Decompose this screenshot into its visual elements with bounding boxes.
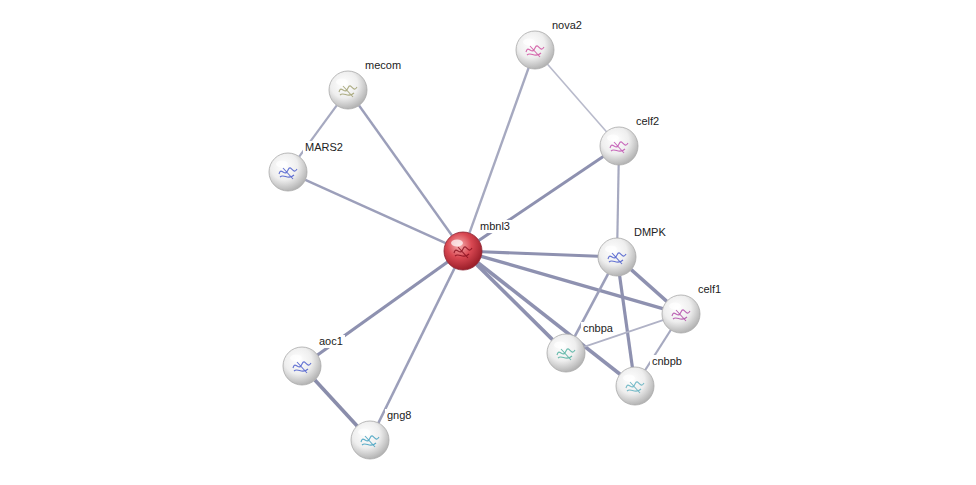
protein-label: celf2 [634, 115, 661, 128]
protein-node: cnbpb [615, 366, 655, 406]
sphere-circle [516, 31, 554, 69]
protein-label: aoc1 [317, 335, 345, 348]
protein-label: cnbpb [650, 355, 684, 368]
sphere-circle [662, 295, 700, 333]
sphere-highlight [276, 161, 288, 168]
protein-node: MARS2 [268, 152, 308, 192]
interaction-edge [359, 105, 452, 235]
interaction-edge [478, 263, 620, 375]
structure-icon [526, 46, 544, 57]
protein-node: aoc1 [282, 346, 322, 386]
sphere-circle [598, 238, 636, 276]
interaction-edge [315, 380, 357, 426]
protein-label: nova2 [550, 19, 584, 32]
sphere-highlight [607, 135, 619, 142]
sphere-highlight [523, 39, 535, 46]
interaction-edge [469, 68, 528, 233]
interaction-edge [631, 270, 667, 302]
structure-icon [454, 247, 472, 258]
node-sphere [328, 70, 368, 110]
interaction-edge [378, 268, 454, 423]
structure-icon [293, 362, 311, 373]
protein-label: MARS2 [303, 141, 345, 154]
protein-node: celf1 [661, 294, 701, 334]
protein-label: celf1 [696, 283, 723, 296]
interaction-edge [481, 256, 662, 308]
protein-node: cnbpa [546, 333, 586, 373]
node-sphere [597, 237, 637, 277]
interaction-edge [620, 276, 633, 367]
protein-node: nova2 [515, 30, 555, 70]
interaction-edge [548, 64, 607, 131]
sphere-circle [269, 153, 307, 191]
sphere-highlight [669, 303, 681, 310]
interaction-edge [305, 180, 445, 243]
node-sphere [282, 346, 322, 386]
sphere-highlight [336, 79, 348, 86]
sphere-highlight [358, 429, 370, 436]
sphere-highlight [290, 355, 302, 362]
sphere-circle [351, 421, 389, 459]
node-sphere [268, 152, 308, 192]
interaction-edge [482, 252, 598, 257]
interaction-edge [477, 264, 553, 339]
sphere-highlight [554, 342, 566, 349]
structure-icon [339, 86, 357, 97]
structure-icon [672, 310, 690, 321]
node-sphere [599, 126, 639, 166]
sphere-circle [600, 127, 638, 165]
protein-node: celf2 [599, 126, 639, 166]
sphere-circle [547, 334, 585, 372]
protein-node: mbnl3 [443, 231, 483, 271]
sphere-highlight [605, 246, 617, 253]
sphere-circle [283, 347, 321, 385]
sphere-highlight [623, 375, 635, 382]
protein-label: mecom [363, 59, 403, 72]
structure-icon [361, 436, 379, 447]
sphere-highlight [451, 240, 463, 247]
protein-label: mbnl3 [478, 220, 512, 233]
protein-label: DMPK [632, 226, 668, 239]
interaction-edge [317, 262, 447, 355]
node-sphere [661, 294, 701, 334]
protein-node: gng8 [350, 420, 390, 460]
structure-icon [279, 168, 297, 179]
interaction-edge [479, 157, 603, 241]
protein-node: mecom [328, 70, 368, 110]
protein-node: DMPK [597, 237, 637, 277]
node-sphere [546, 333, 586, 373]
structure-icon [608, 253, 626, 264]
interaction-edge [617, 165, 618, 238]
node-sphere [515, 30, 555, 70]
sphere-circle [329, 71, 367, 109]
structure-icon [626, 382, 644, 393]
protein-label: gng8 [385, 409, 413, 422]
node-sphere [350, 420, 390, 460]
structure-icon [557, 349, 575, 360]
protein-label: cnbpa [581, 322, 615, 335]
node-sphere [443, 231, 483, 271]
structure-icon [610, 142, 628, 153]
sphere-circle [444, 232, 482, 270]
sphere-circle [616, 367, 654, 405]
node-sphere [615, 366, 655, 406]
